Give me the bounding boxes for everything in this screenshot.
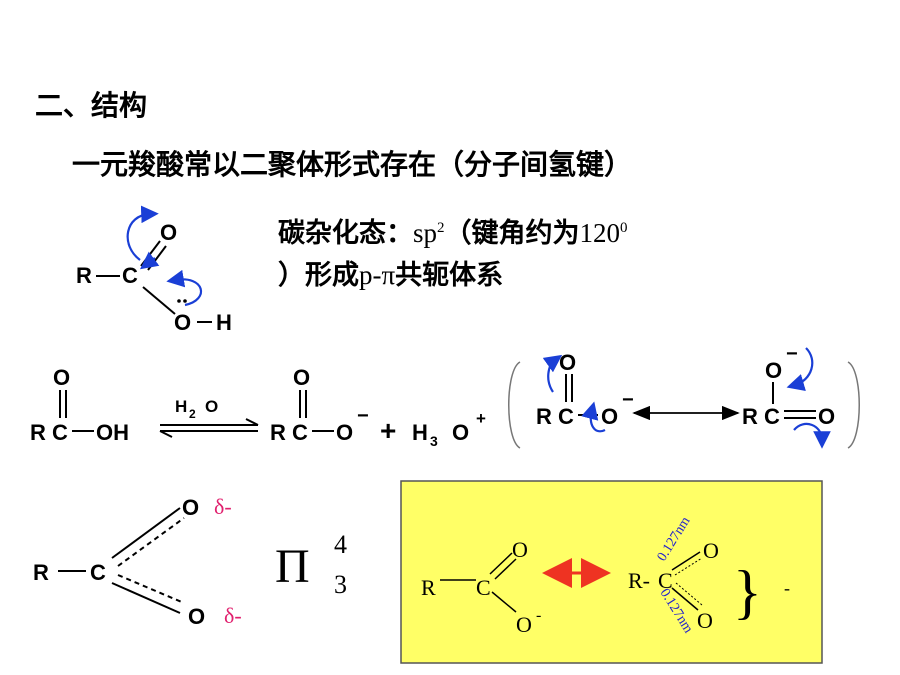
reagent-H: H xyxy=(175,397,187,416)
deloc-O2: O xyxy=(188,604,205,629)
box-right-C: C xyxy=(658,568,673,593)
deloc-O1: O xyxy=(182,495,199,520)
reagent-O: O xyxy=(205,397,218,416)
anion-charge: − xyxy=(357,405,369,427)
hydronium-charge: + xyxy=(476,409,486,428)
curved-arrow-2 xyxy=(166,269,203,307)
pi-symbol: Π xyxy=(275,540,310,593)
acid-C: C xyxy=(52,420,68,445)
res-left-charge: − xyxy=(622,389,634,411)
hybridization-line-1: 碳杂化态：sp2（键角约为1200 xyxy=(278,211,628,250)
equilibrium-arrows: H 2 O xyxy=(159,397,259,438)
line2-a: ）形成 xyxy=(278,260,359,291)
angle-sup: 0 xyxy=(620,220,628,236)
yellow-box-background xyxy=(400,480,823,664)
reagent-sub: 2 xyxy=(189,407,196,421)
hybrid-sp: sp xyxy=(413,218,438,248)
acid-OH: OH xyxy=(96,420,129,445)
res-arrow-1 xyxy=(542,354,563,393)
box-right-O2: O xyxy=(697,608,713,633)
hybrid-label: 碳杂化态： xyxy=(278,218,413,249)
res-arrow-2 xyxy=(581,401,606,433)
atom-O-hydroxyl: O xyxy=(174,310,191,335)
box-right-O1: O xyxy=(703,538,719,563)
anion-R: R xyxy=(270,420,286,445)
res-right-O: O xyxy=(818,404,835,429)
subtitle: 一元羧酸常以二聚体形式存在（分子间氢键） xyxy=(72,148,633,181)
acid-O: O xyxy=(53,365,70,390)
bond-length-box: R C O O - R- C O O 0.127nm 0.127nm } - xyxy=(400,480,823,664)
box-left-charge: - xyxy=(536,607,541,624)
res-left-O-top: O xyxy=(559,350,576,375)
line2-b: p-π xyxy=(359,260,396,290)
delta-2: δ- xyxy=(224,603,242,628)
pi-sub: 3 xyxy=(334,570,347,599)
brace: } xyxy=(733,559,762,625)
angle-label: （键角约为 xyxy=(444,218,580,249)
resonance-structures: O R C O − O − R C O xyxy=(508,343,860,449)
pi-sup: 4 xyxy=(334,530,347,559)
atom-C: C xyxy=(122,263,138,288)
deloc-C: C xyxy=(90,560,106,585)
res-left-C: C xyxy=(558,404,574,429)
res-right-C: C xyxy=(764,404,780,429)
box-left-R: R xyxy=(421,575,436,600)
res-left-R: R xyxy=(536,404,552,429)
delta-1: δ- xyxy=(214,494,232,519)
res-left-O: O xyxy=(601,404,618,429)
box-left-O: O xyxy=(516,612,532,637)
res-arrow-3 xyxy=(786,347,814,391)
plus-sign: + xyxy=(380,415,396,446)
res-right-charge: − xyxy=(786,343,798,365)
carboxylate-structure: O R C O − + H 3 O + xyxy=(270,365,486,449)
left-bracket xyxy=(508,361,521,449)
carboxylic-acid-structure: R C O O H xyxy=(76,205,232,335)
anion-O: O xyxy=(336,420,353,445)
box-right-R: R- xyxy=(628,568,650,593)
box-left-O-top: O xyxy=(512,537,528,562)
box-right-charge: - xyxy=(784,578,790,598)
section-title: 二、结构 xyxy=(35,89,148,122)
angle-value: 120 xyxy=(579,218,621,248)
acid-structure: O R C OH xyxy=(30,365,129,445)
deloc-R: R xyxy=(33,560,49,585)
acid-R: R xyxy=(30,420,46,445)
res-right-R: R xyxy=(742,404,758,429)
right-bracket xyxy=(847,361,860,449)
anion-C: C xyxy=(292,420,308,445)
res-arrow-4 xyxy=(793,422,831,449)
hydronium-sub: 3 xyxy=(430,433,438,449)
curved-arrow-3 xyxy=(139,251,160,270)
hydronium-O: O xyxy=(452,420,469,445)
box-left-C: C xyxy=(476,575,491,600)
delocalized-structure: R C O O δ- δ- Π 4 3 xyxy=(33,494,347,629)
atom-H: H xyxy=(216,310,232,335)
curved-arrow-1 xyxy=(126,205,159,261)
hybrid-sp-sup: 2 xyxy=(437,220,445,236)
hydronium-H: H xyxy=(412,420,428,445)
hybridization-line-2: ）形成p-π共轭体系 xyxy=(278,253,503,292)
atom-O-top: O xyxy=(160,220,177,245)
res-right-O-top: O xyxy=(765,358,782,383)
anion-O-top: O xyxy=(293,365,310,390)
line2-c: 共轭体系 xyxy=(395,260,504,291)
atom-R: R xyxy=(76,263,92,288)
